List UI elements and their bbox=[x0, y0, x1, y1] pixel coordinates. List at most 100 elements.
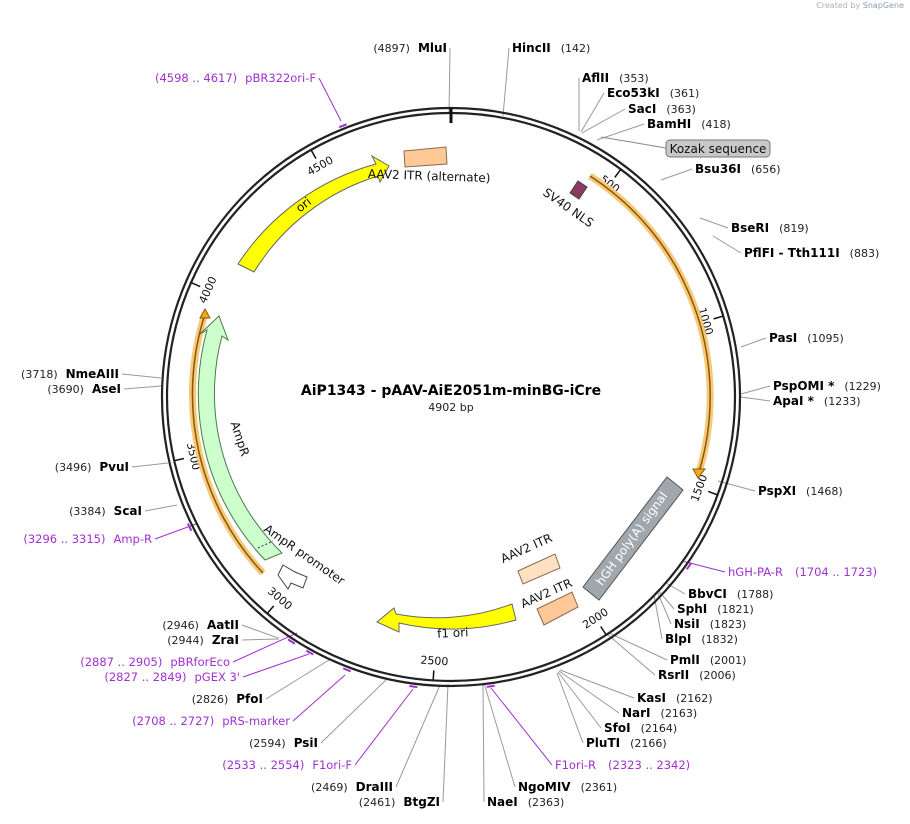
tick-mark bbox=[713, 315, 724, 320]
site-mlui[interactable]: MluI(4897) bbox=[373, 41, 447, 55]
site-aflii[interactable]: AflII(353) bbox=[582, 71, 649, 85]
site-hincii[interactable]: HincII(142) bbox=[512, 41, 590, 55]
site-name: ZraI bbox=[212, 633, 239, 647]
site-apai[interactable]: ApaI *(1233) bbox=[773, 394, 860, 408]
site-bseri[interactable]: BseRI(819) bbox=[731, 221, 809, 235]
site-leader-bsu36i bbox=[660, 168, 693, 181]
site-position: (1788) bbox=[737, 588, 774, 601]
site-zrai[interactable]: ZraI(2944) bbox=[167, 633, 239, 647]
site-blpi[interactable]: BlpI(1832) bbox=[665, 632, 738, 646]
primer-prs-marker[interactable]: pRS-marker(2708 .. 2727) bbox=[132, 714, 290, 728]
primer-name: Amp-R bbox=[113, 532, 152, 546]
primer-range: (2533 .. 2554) bbox=[222, 758, 304, 772]
site-leader-pluti bbox=[556, 672, 584, 744]
site-psii[interactable]: PsiI(2594) bbox=[249, 736, 318, 750]
site-name: KasI bbox=[637, 691, 666, 705]
site-rsrii[interactable]: RsrII(2006) bbox=[658, 668, 736, 682]
aav2-itr-2[interactable] bbox=[536, 591, 579, 626]
site-position: (363) bbox=[666, 103, 696, 116]
primer-pgex-3[interactable]: pGEX 3'(2827 .. 2849) bbox=[104, 670, 240, 684]
primer-leader-f1ori-f bbox=[354, 688, 414, 766]
primer-hgh-pa-r[interactable]: hGH-PA-R(1704 .. 1723) bbox=[728, 565, 877, 579]
site-pspomi[interactable]: PspOMI *(1229) bbox=[773, 379, 881, 393]
f1-ori-feature[interactable] bbox=[376, 603, 517, 633]
primer-f1ori-r[interactable]: F1ori-R (2323 .. 2342) bbox=[555, 758, 690, 772]
ampr-feature[interactable] bbox=[197, 315, 283, 561]
credit-text: Created by bbox=[816, 1, 861, 10]
site-pluti[interactable]: PluTI(2166) bbox=[586, 736, 667, 750]
site-leader-bbvci bbox=[665, 582, 686, 595]
primer-pbr322ori-f[interactable]: pBR322ori-F(4598 .. 4617) bbox=[155, 71, 316, 85]
site-sfoi[interactable]: SfoI(2164) bbox=[604, 721, 677, 735]
tick-label: 1500 bbox=[688, 473, 710, 504]
site-nsii[interactable]: NsiI(1823) bbox=[674, 617, 746, 631]
site-pvui[interactable]: PvuI(3496) bbox=[55, 460, 129, 474]
tick-mark bbox=[432, 670, 435, 681]
site-pspxi[interactable]: PspXI(1468) bbox=[758, 484, 843, 498]
site-bbvci[interactable]: BbvCI(1788) bbox=[688, 587, 773, 601]
aav2-itr-alternate[interactable] bbox=[403, 146, 448, 168]
site-name: PmlI bbox=[670, 653, 700, 667]
tick-label: 4500 bbox=[305, 153, 336, 178]
primer-f1ori-f[interactable]: F1ori-F(2533 .. 2554) bbox=[222, 758, 352, 772]
site-position: (2001) bbox=[710, 654, 747, 667]
f1-ori-label: f1 ori bbox=[437, 625, 469, 641]
snapgene-logo: SnapGene bbox=[862, 1, 904, 10]
site-draiii[interactable]: DraIII(2469) bbox=[311, 780, 393, 794]
site-position: (1821) bbox=[717, 603, 754, 616]
primer-pbrforeco[interactable]: pBRforEco(2887 .. 2905) bbox=[80, 655, 230, 669]
site-leader-asei bbox=[123, 385, 162, 390]
primer-amp-r[interactable]: Amp-R(3296 .. 3315) bbox=[23, 532, 152, 546]
site-scai[interactable]: ScaI(3384) bbox=[69, 504, 142, 518]
primer-name: hGH-PA-R bbox=[728, 565, 783, 579]
site-name: BlpI bbox=[665, 632, 691, 646]
site-btgzi[interactable]: BtgZI(2461) bbox=[359, 795, 440, 809]
aav2-itr-1[interactable] bbox=[517, 553, 561, 585]
primer-name: pBR322ori-F bbox=[245, 71, 316, 85]
site-name: DraIII bbox=[356, 780, 393, 794]
site-leader-pasi bbox=[740, 337, 767, 348]
site-saci[interactable]: SacI (363) bbox=[628, 102, 696, 116]
site-asei[interactable]: AseI(3690) bbox=[47, 382, 121, 396]
site-bamhi[interactable]: BamHI(418) bbox=[647, 117, 731, 131]
site-name: NgoMIV bbox=[518, 780, 571, 794]
primer-name: pRS-marker bbox=[222, 714, 290, 728]
site-name: PvuI bbox=[99, 460, 129, 474]
site-name: PspOMI * bbox=[773, 379, 835, 393]
site-leader-pflfi-tth111i bbox=[712, 235, 742, 254]
site-pflfi-tth111i[interactable]: PflFI - Tth111I(883) bbox=[744, 246, 879, 260]
tick-mark bbox=[190, 281, 201, 288]
primer-mark-pgex-3 bbox=[305, 649, 314, 656]
ori-feature[interactable] bbox=[237, 154, 390, 273]
site-pfoi[interactable]: PfoI(2826) bbox=[192, 692, 263, 706]
site-nmeaiii[interactable]: NmeAIII(3718) bbox=[21, 367, 119, 381]
kozak-sequence-box[interactable] bbox=[665, 139, 771, 158]
site-pasi[interactable]: PasI(1095) bbox=[769, 331, 844, 345]
hgh-polya-feature[interactable] bbox=[582, 476, 684, 601]
site-kasi[interactable]: KasI(2162) bbox=[637, 691, 713, 705]
site-position: (2363) bbox=[528, 796, 565, 809]
site-leader-pspomi bbox=[740, 385, 771, 395]
site-name: PluTI bbox=[586, 736, 620, 750]
sv40-nls-feature[interactable] bbox=[569, 180, 588, 200]
site-sphi[interactable]: SphI(1821) bbox=[677, 602, 754, 616]
primer-leader-pbr322ori-f bbox=[318, 77, 342, 122]
primer-mark-pbrforeco bbox=[287, 638, 296, 645]
tick-label: 2500 bbox=[420, 654, 449, 669]
site-naei[interactable]: NaeI(2363) bbox=[487, 795, 564, 809]
site-eco53ki[interactable]: Eco53kI(361) bbox=[607, 86, 699, 100]
site-name: SfoI bbox=[604, 721, 631, 735]
primer-name: F1ori-R bbox=[555, 758, 596, 772]
primer-range: (2323 .. 2342) bbox=[608, 758, 690, 772]
kozak-leader bbox=[600, 136, 667, 149]
site-bsu36i[interactable]: Bsu36I(656) bbox=[695, 162, 781, 176]
site-pmli[interactable]: PmlI (2001) bbox=[670, 653, 746, 667]
site-position: (883) bbox=[850, 247, 880, 260]
site-ngomiv[interactable]: NgoMIV(2361) bbox=[518, 780, 617, 794]
site-nari[interactable]: NarI(2163) bbox=[622, 706, 697, 720]
site-position: (4897) bbox=[373, 42, 410, 55]
site-name: SacI bbox=[628, 102, 656, 116]
ampr-promoter-feature[interactable] bbox=[277, 564, 308, 590]
site-aatii[interactable]: AatII(2946) bbox=[162, 618, 239, 632]
site-position: (2006) bbox=[699, 669, 736, 682]
